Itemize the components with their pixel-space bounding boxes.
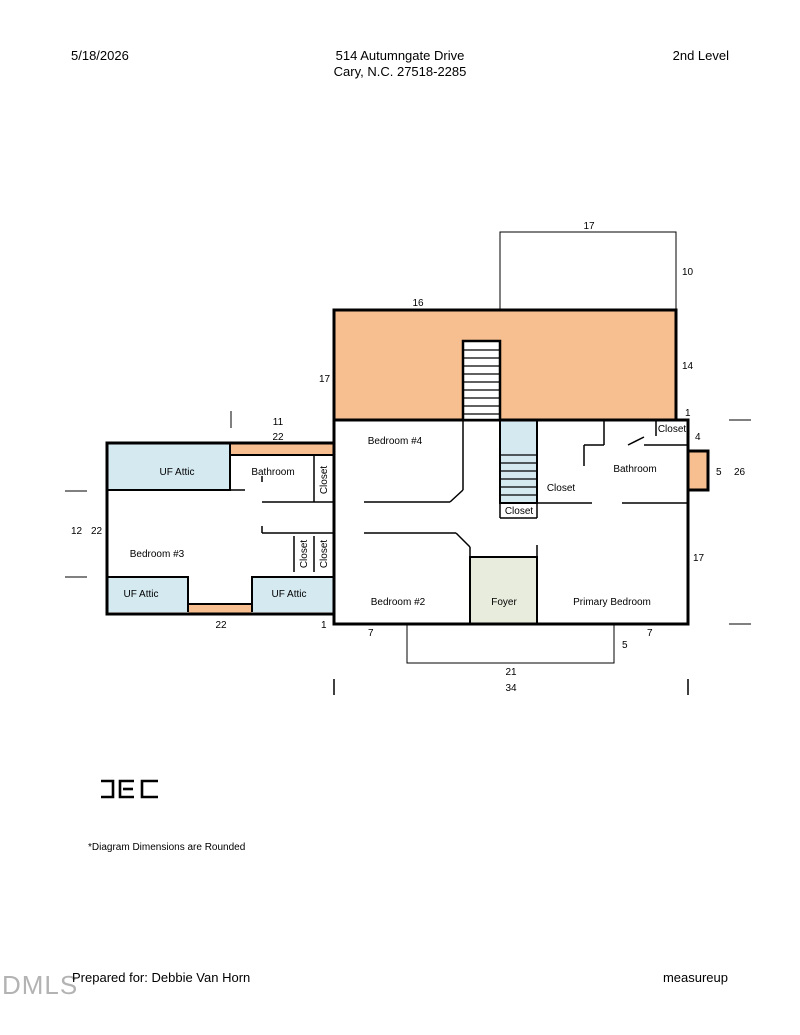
room-bedroom-3: Bedroom #3 bbox=[130, 549, 185, 560]
staircase-up bbox=[461, 339, 502, 422]
room-uf-attic-bottom-left: UF Attic bbox=[123, 589, 158, 600]
dim-10: 10 bbox=[682, 267, 694, 278]
brand-name: measureup bbox=[662, 970, 728, 985]
dim-1-a: 1 bbox=[685, 408, 691, 419]
room-uf-attic-top: UF Attic bbox=[159, 467, 194, 478]
stair-down-area bbox=[500, 420, 537, 503]
dim-34: 34 bbox=[505, 683, 517, 694]
dim-21: 21 bbox=[505, 667, 517, 678]
room-bathroom-right: Bathroom bbox=[613, 464, 656, 475]
foyer-area bbox=[470, 557, 537, 624]
dim-17-top: 17 bbox=[583, 221, 595, 232]
interior-walls bbox=[230, 420, 688, 572]
dim-1-b: 1 bbox=[321, 620, 327, 631]
dim-7-right: 7 bbox=[647, 628, 653, 639]
dimension-lines bbox=[65, 231, 751, 695]
bump-out-right bbox=[688, 451, 708, 490]
staircase-down bbox=[499, 419, 538, 504]
dim-5-bottom: 5 bbox=[622, 640, 628, 651]
uf-attic-bottom-right-area bbox=[252, 577, 334, 612]
dim-16: 16 bbox=[412, 298, 424, 309]
address-line-2: Cary, N.C. 27518-2285 bbox=[333, 64, 467, 79]
attic-strip-bottom-left bbox=[188, 604, 252, 614]
watermark: DMLS bbox=[2, 970, 79, 1000]
floor-level: 2nd Level bbox=[672, 48, 729, 63]
dim-5-right: 5 bbox=[716, 467, 722, 478]
property-address: 514 Autumngate Drive Cary, N.C. 27518-22… bbox=[0, 48, 800, 80]
dec-logo bbox=[101, 779, 158, 799]
room-primary-bedroom: Primary Bedroom bbox=[573, 597, 651, 608]
room-closet-mid-2: Closet bbox=[319, 540, 330, 569]
attic-area-top bbox=[334, 310, 676, 420]
room-bedroom-4: Bedroom #4 bbox=[368, 436, 423, 447]
room-uf-attic-bottom-right: UF Attic bbox=[271, 589, 306, 600]
room-closet-right: Closet bbox=[547, 483, 576, 494]
room-foyer: Foyer bbox=[491, 597, 517, 608]
prepared-for: Prepared for: Debbie Van Horn bbox=[72, 970, 251, 985]
dim-17-right: 17 bbox=[693, 553, 705, 564]
room-closet-small: Closet bbox=[658, 424, 687, 435]
dim-12: 12 bbox=[71, 526, 83, 537]
dim-22-top: 22 bbox=[272, 432, 284, 443]
dim-11: 11 bbox=[273, 417, 284, 428]
report-date: 5/18/2026 bbox=[71, 48, 129, 63]
room-closet-mid-1: Closet bbox=[299, 540, 310, 569]
attic-strip-top-left bbox=[230, 443, 334, 455]
room-closet-left: Closet bbox=[319, 466, 330, 495]
room-bedroom-2: Bedroom #2 bbox=[371, 597, 426, 608]
dim-17-left: 17 bbox=[319, 374, 331, 385]
diagram-note: *Diagram Dimensions are Rounded bbox=[88, 842, 246, 853]
dim-7-left: 7 bbox=[368, 628, 374, 639]
address-line-1: 514 Autumngate Drive bbox=[335, 48, 465, 63]
room-closet-stair: Closet bbox=[505, 506, 534, 517]
uf-attic-top-area bbox=[107, 443, 230, 490]
dim-22-left: 22 bbox=[91, 526, 103, 537]
dim-4: 4 bbox=[695, 432, 701, 443]
room-bathroom-left: Bathroom bbox=[251, 467, 294, 478]
dim-26: 26 bbox=[734, 467, 746, 478]
dim-14: 14 bbox=[682, 361, 694, 372]
dim-22-bottom: 22 bbox=[215, 620, 227, 631]
uf-attic-bottom-left-area bbox=[107, 577, 188, 612]
